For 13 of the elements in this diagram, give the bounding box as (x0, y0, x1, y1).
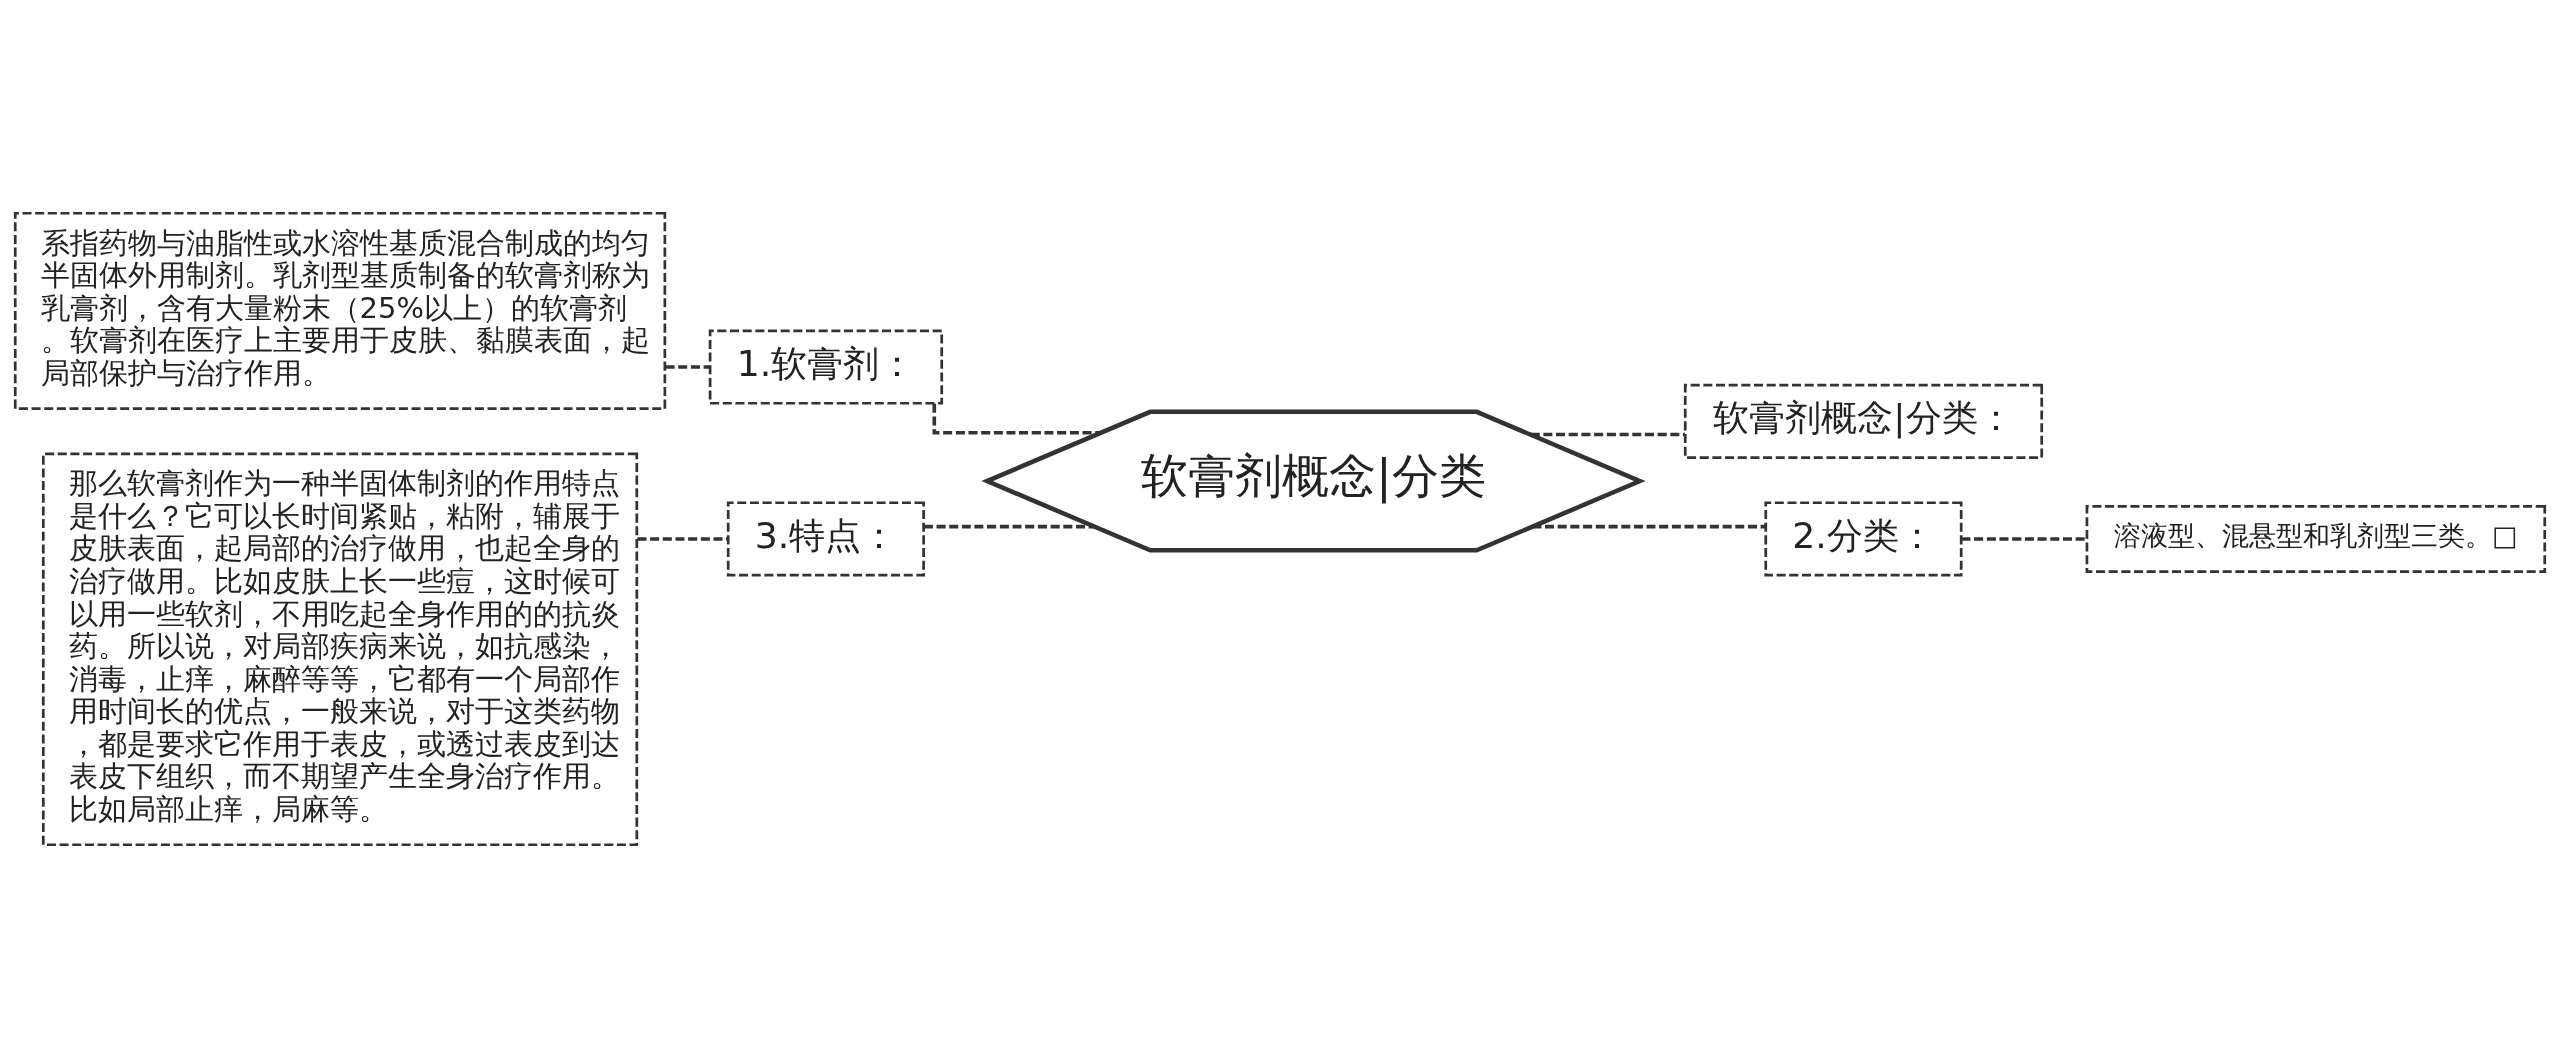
node-box: 2.分类： (1764, 500, 1963, 576)
connector (1532, 524, 1766, 528)
node-box: 3.特点： (726, 500, 925, 576)
node-box: 软膏剂概念|分类： (1683, 383, 2044, 459)
connector (637, 536, 728, 541)
connector (1961, 536, 2087, 541)
connector (1530, 432, 1685, 436)
connector (665, 364, 710, 369)
node-box: 系指药物与油脂性或水溶性基质混合制成的均匀半固体外用制剂。乳剂型基质制备的软膏剂称为乳膏剂，含有大量粉末（25%以上）的软膏剂。软膏剂在医疗上主要用于皮肤、黏膜表面，起局部保护与治疗作用。 (13, 211, 667, 410)
node-box: 溶液型、混悬型和乳剂型三类。□ (2085, 504, 2547, 573)
node-box: 1.软膏剂： (708, 329, 944, 405)
node-box: 那么软膏剂作为一种半固体制剂的作用特点是什么？它可以长时间紧贴，粘附，辅展于皮肤表面，起局部的治疗做用，也起全身的治疗做用。比如皮肤上长一些痘，这时候可以用一些软剂，不用吃起全身作用的的抗炎药。所以说，对局部疾病来说，如抗感染，消毒，止痒，麻醉等等，它都有一个局部作用时间长的优点，一般来说，对于这类药物，都是要求它作用于表皮，或透过表皮到达表皮下组织，而不期望产生全身治疗作用。比如局部止痒，局麻等。 (41, 452, 639, 846)
connector (924, 524, 1095, 528)
